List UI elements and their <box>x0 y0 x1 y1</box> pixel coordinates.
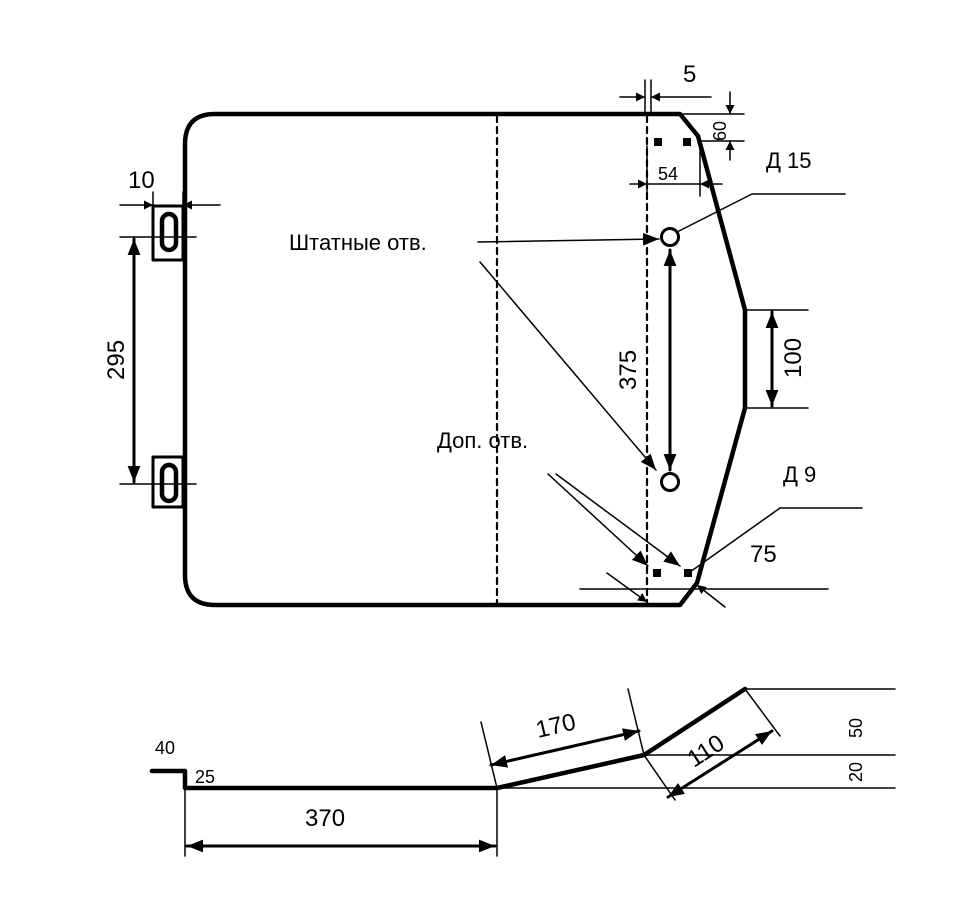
dim-110-group: 110 <box>643 688 781 801</box>
d15-label: Д 15 <box>766 148 811 173</box>
extra-holes-callout: Доп. отв. <box>437 428 681 567</box>
dim-295-group: 295 <box>103 236 197 485</box>
dim-40-text: 40 <box>155 738 175 758</box>
dim-60-text: 60 <box>710 121 730 141</box>
dim-375-group: 375 <box>615 248 677 472</box>
dim-10-group: 10 <box>119 167 221 213</box>
holes <box>653 138 692 577</box>
dim-370-text: 370 <box>305 805 345 832</box>
top-mark-right <box>683 138 691 146</box>
plate-top-view <box>182 111 748 608</box>
dim-75-group: 75 <box>579 541 829 608</box>
standard-holes-callout: Штатные отв. <box>289 230 660 471</box>
standard-hole-top <box>660 227 680 247</box>
dim-50-text: 50 <box>846 718 866 738</box>
dim-170-text: 170 <box>533 709 578 744</box>
dim-54-group: 54 <box>629 145 723 197</box>
standard-hole-bottom <box>660 472 680 492</box>
plate-outline <box>182 111 748 608</box>
slot-bracket-top <box>151 204 185 262</box>
dim-54-text: 54 <box>658 164 678 184</box>
dim-295-text: 295 <box>103 340 130 380</box>
dim-25-text: 25 <box>195 767 215 787</box>
dim-100-group: 100 <box>744 309 809 409</box>
extra-hole-right <box>684 569 692 577</box>
dim-100-text: 100 <box>780 338 807 378</box>
dim-370-group: 370 <box>184 789 498 857</box>
dim-5-text: 5 <box>683 61 696 88</box>
mounting-slots <box>151 204 185 509</box>
slot-bracket-bottom <box>151 455 185 509</box>
dim-375-text: 375 <box>615 350 642 390</box>
dim-110-text: 110 <box>683 730 730 773</box>
extra-holes-label: Доп. отв. <box>437 428 528 453</box>
extra-hole-left <box>653 569 661 577</box>
d9-label: Д 9 <box>783 462 816 487</box>
d9-leader: Д 9 <box>689 462 863 573</box>
dim-75-text: 75 <box>750 541 777 568</box>
dim-20-text: 20 <box>846 762 866 782</box>
side-profile: 40 25 50 20 <box>149 686 896 791</box>
profile-line <box>149 686 748 791</box>
slot-top <box>159 211 179 253</box>
slot-bottom <box>159 462 179 504</box>
top-mark-left <box>654 138 662 146</box>
dim-60-group: 60 <box>679 91 745 161</box>
dim-10-text: 10 <box>128 167 155 194</box>
d15-leader: Д 15 <box>676 148 846 233</box>
standard-holes-label: Штатные отв. <box>289 230 427 255</box>
dim-5-group: 5 <box>619 61 712 113</box>
